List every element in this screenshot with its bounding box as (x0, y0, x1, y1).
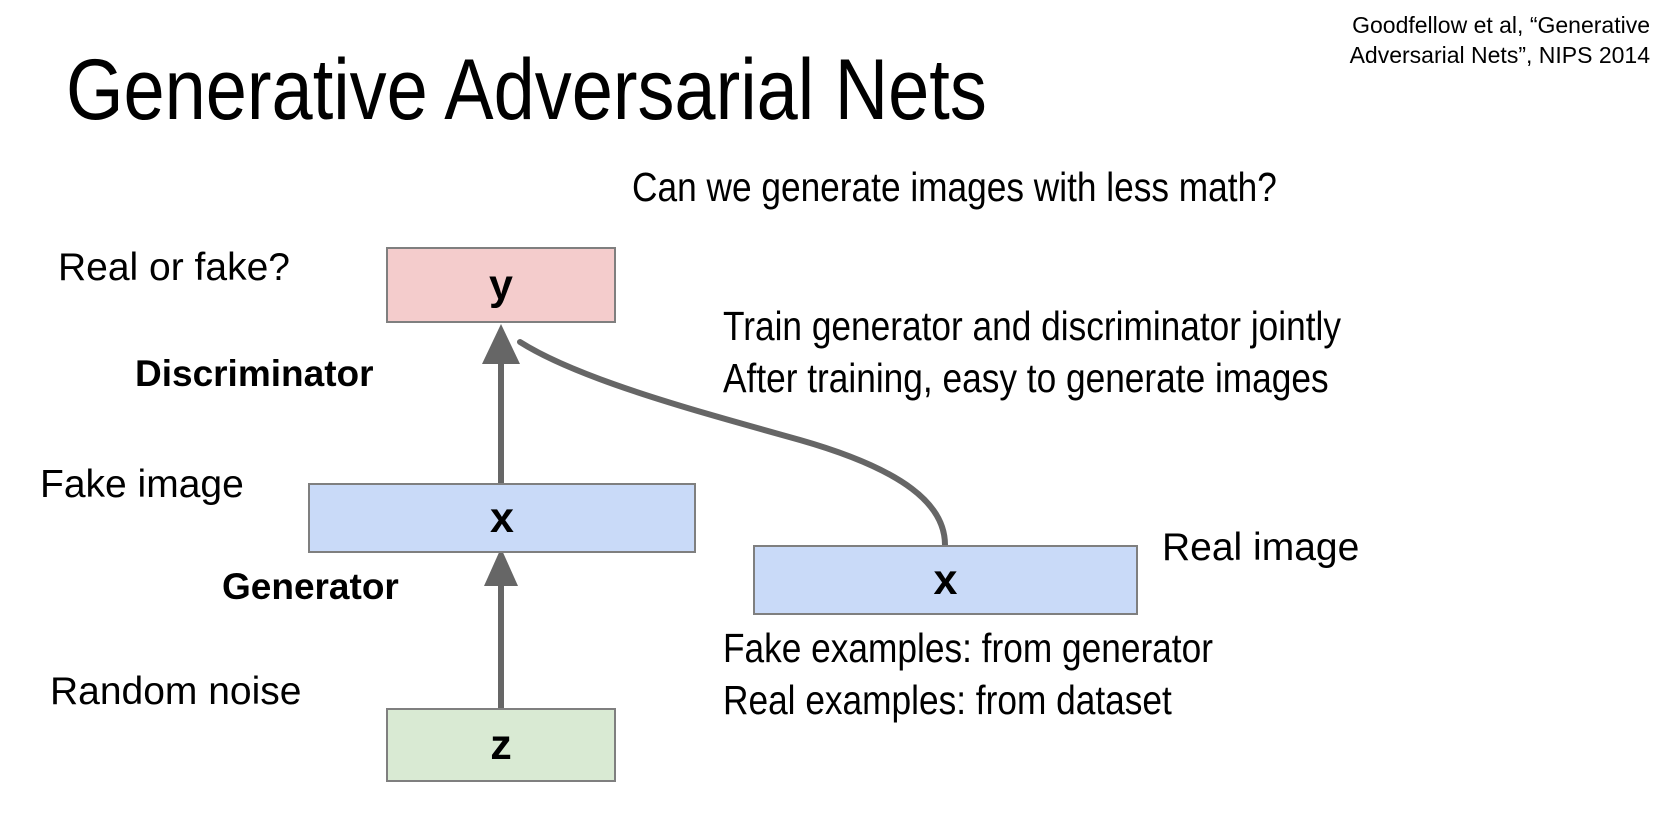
node-y[interactable]: y (386, 247, 616, 323)
arrowhead-xfake-to-y (482, 324, 520, 364)
label-random-noise: Random noise (50, 670, 302, 713)
node-x-fake-label: x (490, 493, 514, 542)
node-x-fake[interactable]: x (308, 483, 696, 553)
label-real-image: Real image (1162, 526, 1360, 569)
label-generator: Generator (222, 566, 399, 607)
training-note-text: Train generator and discriminator jointl… (723, 303, 1341, 402)
node-x-real-label: x (933, 555, 958, 604)
node-z[interactable]: z (386, 708, 616, 782)
label-fake-image: Fake image (40, 463, 244, 506)
label-discriminator: Discriminator (135, 353, 374, 394)
node-y-label: y (489, 260, 513, 309)
node-z-label: z (490, 720, 512, 769)
page-title: Generative Adversarial Nets (66, 42, 987, 138)
label-real-or-fake: Real or fake? (58, 246, 290, 289)
examples-note-text: Fake examples: from generator Real examp… (723, 625, 1213, 724)
question-text: Can we generate images with less math? (632, 164, 1277, 210)
node-x-real[interactable]: x (753, 545, 1138, 615)
arrowhead-z-to-xfake (484, 548, 518, 586)
citation-text: Goodfellow et al, “Generative Adversaria… (1349, 12, 1650, 69)
